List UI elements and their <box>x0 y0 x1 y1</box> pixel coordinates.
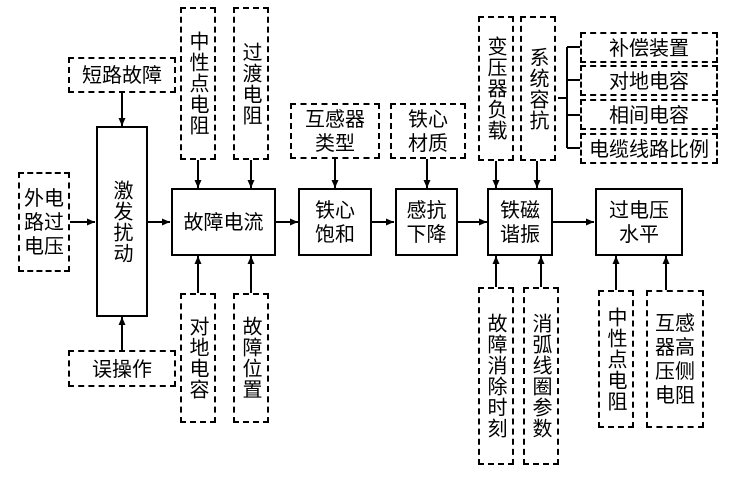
node-core-material: 铁心 材质 <box>390 103 466 159</box>
node-short-circuit-fault: 短路故障 <box>68 57 176 93</box>
node-compensation-device: 补偿装置 <box>580 32 718 63</box>
node-neutral-resistance-top: 中性点电阻 <box>180 7 216 160</box>
node-fault-location: 故障位置 <box>233 293 269 423</box>
node-excitation-disturbance: 激发扰动 <box>96 126 148 317</box>
node-neutral-resistance-bottom: 中性点电阻 <box>598 290 634 428</box>
node-misoperation: 误操作 <box>68 350 176 387</box>
node-external-overvoltage: 外电 路过 电压 <box>18 172 70 272</box>
node-core-saturation: 铁心 饱和 <box>298 188 372 256</box>
node-system-capacitive-reactance: 系统容抗 <box>520 16 556 161</box>
node-ferroresonance: 铁磁 谐振 <box>487 188 553 256</box>
node-transition-resistance: 过渡电阻 <box>233 7 269 160</box>
node-reactance-drop: 感抗 下降 <box>395 188 458 256</box>
node-overvoltage-level: 过电压 水平 <box>595 188 683 256</box>
node-ground-capacitance-2: 对地电容 <box>580 65 718 96</box>
node-pt-hv-resistance: 互感 器高 压侧 电阻 <box>646 290 704 428</box>
node-transformer-type: 互感器 类型 <box>290 103 380 159</box>
node-fault-current: 故障电流 <box>171 188 276 256</box>
node-fault-clearing-time: 故障消除时刻 <box>478 287 514 465</box>
node-phase-capacitance: 相间电容 <box>580 99 718 130</box>
node-arc-coil-params: 消弧线圈参数 <box>523 287 559 465</box>
node-cable-ratio: 电缆线路比例 <box>580 133 718 164</box>
node-ground-capacitance: 对地电容 <box>180 293 216 423</box>
node-transformer-load: 变压器负载 <box>478 16 514 161</box>
